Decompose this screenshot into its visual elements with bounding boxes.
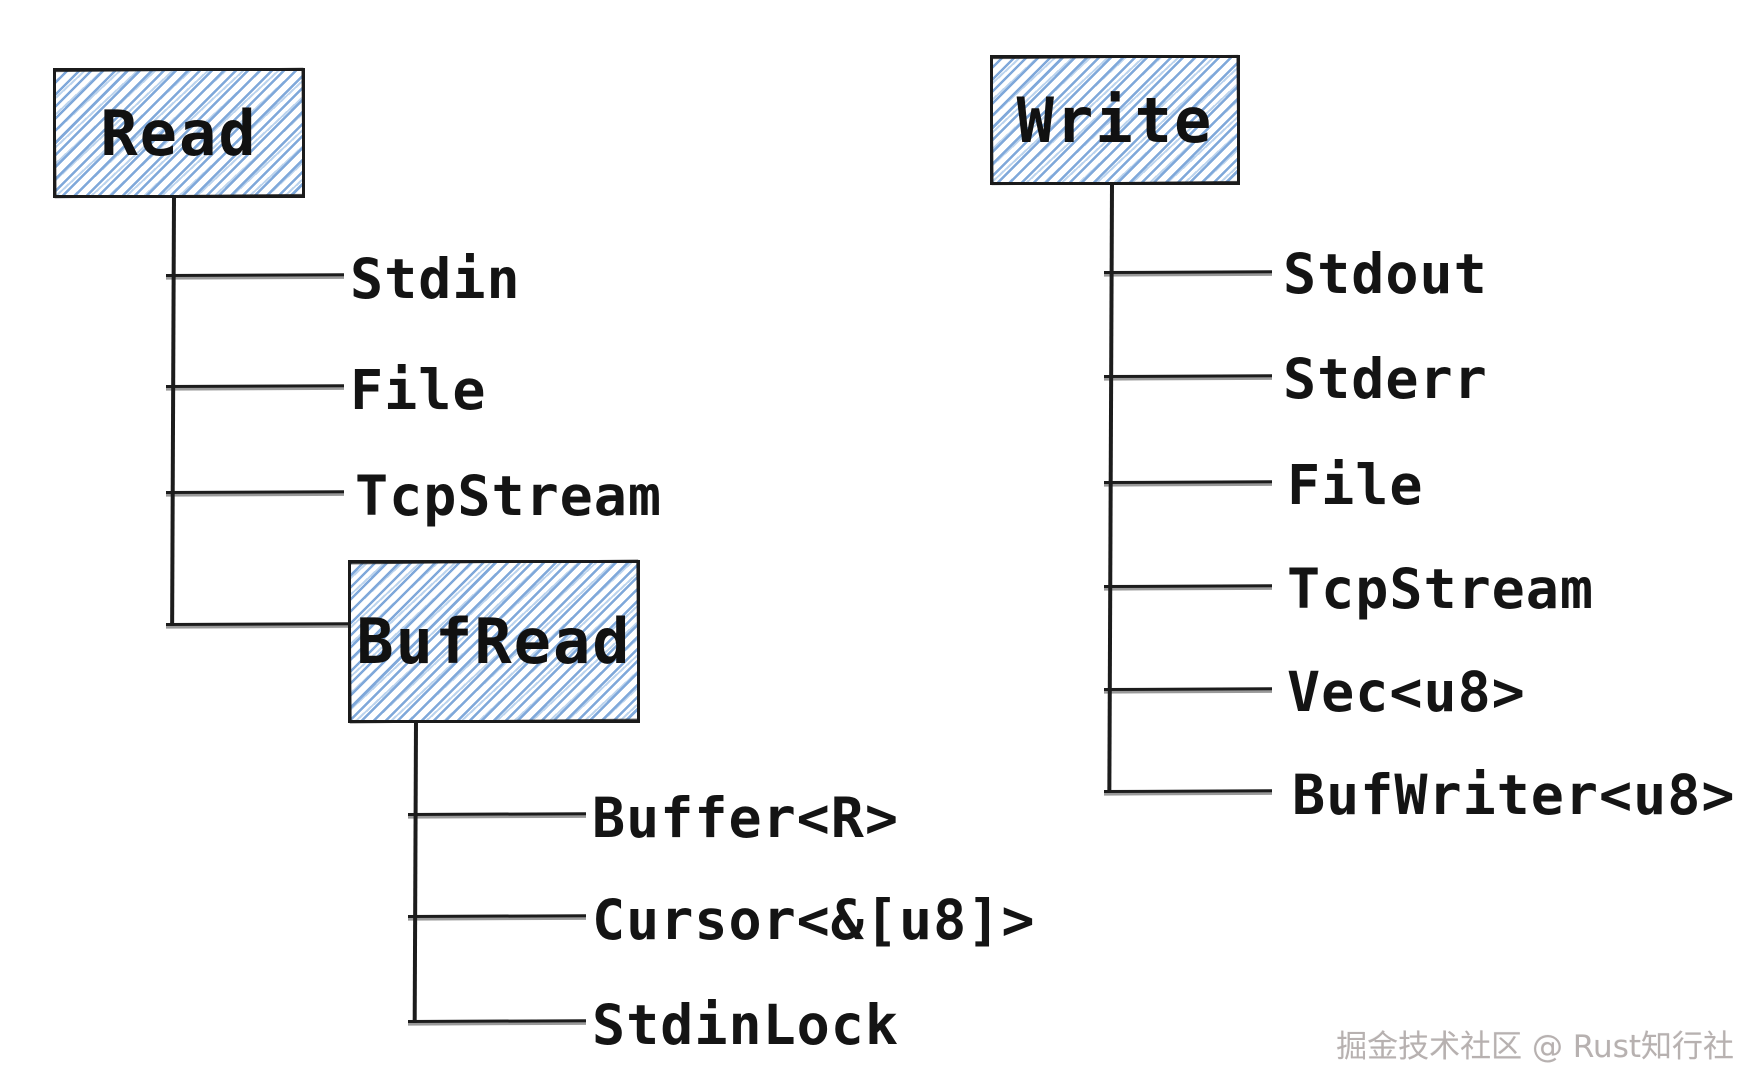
bufread-branch-line-buffer	[407, 812, 587, 816]
bufread-impl-cursor: Cursor<&[u8]>	[592, 888, 1036, 952]
trait-title-read: Read	[100, 96, 258, 170]
write-branch-line-tcpstream	[1103, 584, 1273, 588]
write-impl-stdout: Stdout	[1283, 242, 1488, 306]
read-trunk-line	[170, 195, 176, 627]
write-branch-line-bufwriter	[1103, 789, 1273, 793]
write-branch-line-stderr	[1103, 374, 1273, 378]
trait-box-write: Write	[990, 55, 1240, 185]
trait-box-read: Read	[53, 68, 305, 198]
trait-title-bufread: BufRead	[356, 605, 632, 678]
read-branch-line-bufread	[165, 622, 351, 626]
bufread-branch-line-cursor	[407, 914, 587, 918]
read-impl-file: File	[350, 358, 487, 422]
read-impl-stdin: Stdin	[350, 247, 521, 311]
bufread-trunk-line	[412, 720, 418, 1024]
bufread-branch-line-stdinlock	[407, 1019, 587, 1023]
watermark-text: 掘金技术社区 @ Rust知行社	[1336, 1029, 1734, 1065]
write-branch-line-vec	[1103, 687, 1273, 691]
write-trunk-line	[1107, 182, 1114, 792]
write-impl-vec: Vec<u8>	[1287, 660, 1526, 724]
write-impl-bufwriter: BufWriter<u8>	[1292, 763, 1736, 827]
write-branch-line-file	[1103, 480, 1273, 484]
write-impl-stderr: Stderr	[1283, 347, 1488, 411]
write-impl-file: File	[1287, 453, 1424, 517]
read-impl-tcpstream: TcpStream	[355, 464, 663, 528]
bufread-impl-stdinlock: StdinLock	[592, 993, 900, 1057]
trait-title-write: Write	[1016, 83, 1214, 157]
read-branch-line-tcpstream	[165, 490, 345, 494]
read-branch-line-stdin	[165, 273, 345, 277]
trait-box-bufread: BufRead	[348, 560, 640, 723]
bufread-impl-buffer: Buffer<R>	[592, 786, 900, 850]
write-impl-tcpstream: TcpStream	[1287, 557, 1595, 621]
write-branch-line-stdout	[1103, 270, 1273, 274]
read-branch-line-file	[165, 384, 345, 388]
